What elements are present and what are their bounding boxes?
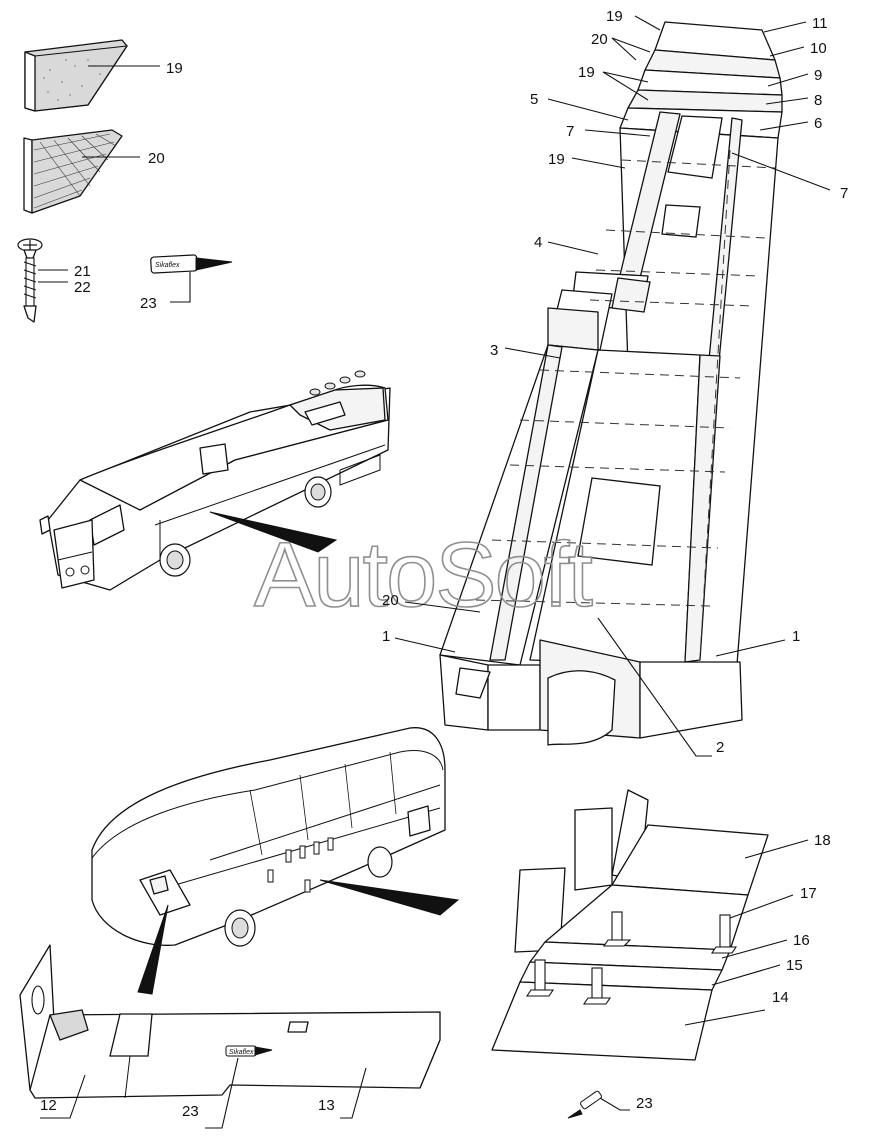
callout-19-d: 19 (548, 151, 565, 168)
tube-stamp-small: Sikaflex (229, 1049, 254, 1056)
callout-19-b: 19 (606, 8, 623, 25)
callout-10: 10 (810, 40, 827, 57)
callout-23-a: 23 (140, 295, 157, 312)
callout-20-b: 20 (591, 31, 608, 48)
callout-7-a: 7 (566, 123, 574, 140)
callout-17: 17 (800, 885, 817, 902)
callout-7-b: 7 (840, 185, 848, 202)
callout-18: 18 (814, 832, 831, 849)
callout-15: 15 (786, 957, 803, 974)
part-20-sample (23, 129, 123, 214)
arrow-bus-upper (209, 511, 338, 553)
callout-14: 14 (772, 989, 789, 1006)
watermark-text: AutoSoft (254, 524, 592, 626)
callout-22: 22 (74, 279, 91, 296)
callout-2: 2 (716, 739, 724, 756)
callout-19-a: 19 (166, 60, 183, 77)
callout-3: 3 (490, 342, 498, 359)
part-19-sample (24, 39, 129, 112)
callout-9: 9 (814, 67, 822, 84)
sealant-tube-icon: Sikaflex (150, 254, 233, 274)
callout-12: 12 (40, 1097, 57, 1114)
callout-6: 6 (814, 115, 822, 132)
callout-23-c: 23 (636, 1095, 653, 1112)
floor-assembly-main (439, 21, 783, 746)
screw-icon (17, 238, 43, 323)
callout-16: 16 (793, 932, 810, 949)
callout-20-c: 20 (382, 592, 399, 609)
callout-19-c: 19 (578, 64, 595, 81)
floor-panel-rear (491, 789, 769, 1061)
bus-lower-illustration (91, 727, 446, 947)
callout-1-a: 1 (382, 628, 390, 645)
arrow-bus-lower-right (319, 879, 460, 916)
callout-13: 13 (318, 1097, 335, 1114)
callout-4: 4 (534, 234, 542, 251)
callout-5: 5 (530, 91, 538, 108)
tube-stamp: Sikaflex (155, 262, 180, 269)
callout-20-a: 20 (148, 150, 165, 167)
sealant-tube-bottom-icon (567, 1090, 603, 1119)
floor-panel-front: Sikaflex (19, 944, 441, 1099)
callout-1-b: 1 (792, 628, 800, 645)
callout-23-b: 23 (182, 1103, 199, 1120)
callout-11: 11 (812, 15, 828, 32)
bus-upper-illustration (39, 370, 391, 591)
arrow-bus-lower-left (137, 904, 169, 995)
callout-21: 21 (74, 263, 91, 280)
callout-8: 8 (814, 92, 822, 109)
sealant-tube-small-icon: Sikaflex (225, 1045, 273, 1057)
